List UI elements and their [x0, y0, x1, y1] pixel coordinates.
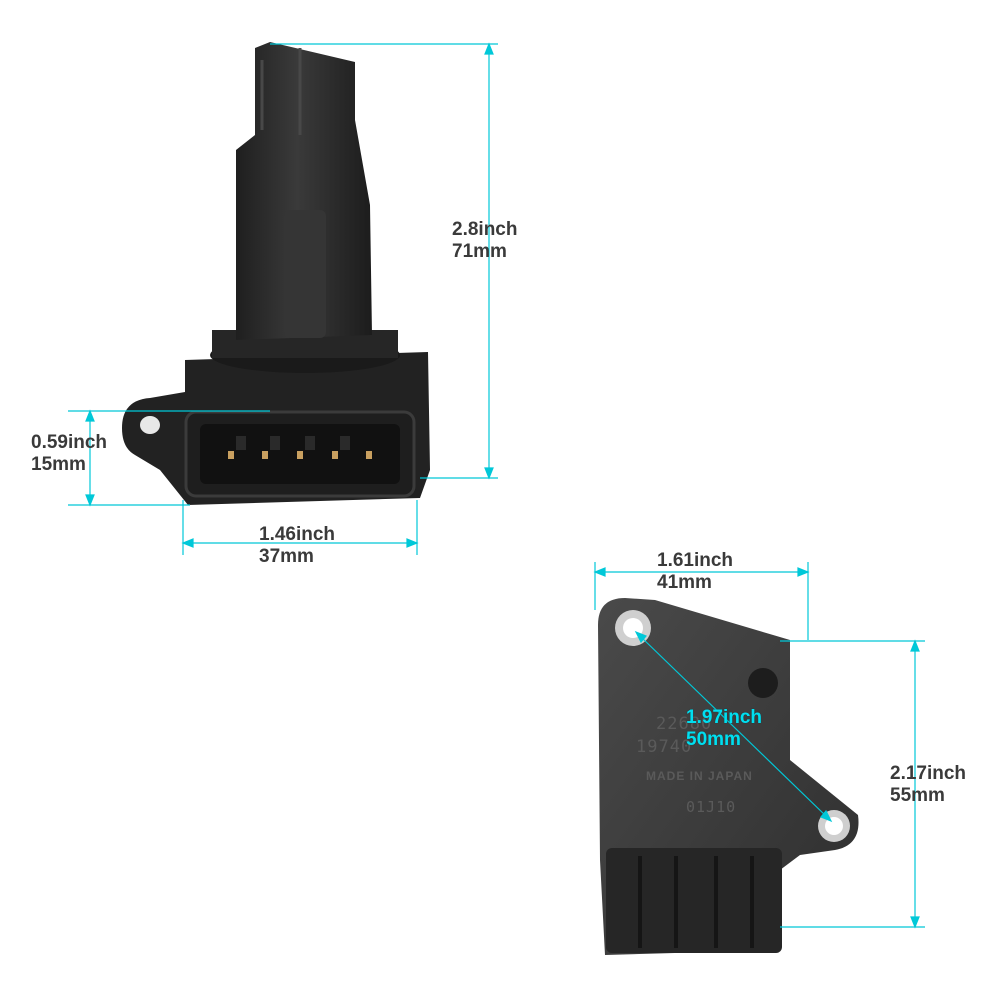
height-inch: 2.8inch	[452, 219, 518, 240]
dimension-lines-side-view	[68, 42, 498, 555]
height-mm: 71mm	[452, 241, 507, 262]
sensor-side-view	[122, 42, 430, 505]
face-height-dimension-label: 2.17inch 55mm	[890, 763, 966, 807]
sensor-port	[748, 668, 778, 698]
face-width-dimension-label: 1.61inch 41mm	[657, 550, 733, 594]
sensor-stem	[236, 42, 372, 340]
housing-serial-number: 19740	[636, 737, 693, 757]
hole-spacing-inch: 1.97inch	[686, 707, 763, 728]
plug-height-inch: 0.59inch	[31, 432, 108, 453]
housing-part-number: 22680	[656, 714, 713, 734]
plug-width-mm: 37mm	[259, 546, 314, 567]
plug-height-mm: 15mm	[31, 454, 86, 475]
dimension-lines-face-view	[593, 562, 925, 929]
stem-rib	[284, 210, 326, 338]
hole-spacing-dimension-label: 1.97inch 50mm	[686, 707, 762, 751]
face-height-mm: 55mm	[890, 785, 945, 806]
face-width-mm: 41mm	[657, 572, 712, 593]
plug-width-inch: 1.46inch	[259, 524, 336, 545]
height-dimension-label: 2.8inch 71mm	[452, 219, 517, 263]
face-width-inch: 1.61inch	[657, 550, 734, 571]
flange-hole	[140, 416, 160, 434]
face-height-inch: 2.17inch	[890, 763, 967, 784]
face-connector	[606, 848, 782, 953]
plug-height-dimension-label: 0.59inch 15mm	[31, 432, 107, 476]
connector-pins	[228, 451, 372, 459]
housing-origin-text: MADE IN JAPAN	[646, 769, 753, 783]
plug-width-dimension-label: 1.46inch 37mm	[259, 524, 335, 568]
hole-spacing-mm: 50mm	[686, 729, 741, 750]
housing-date-code: 01J10	[686, 798, 737, 816]
